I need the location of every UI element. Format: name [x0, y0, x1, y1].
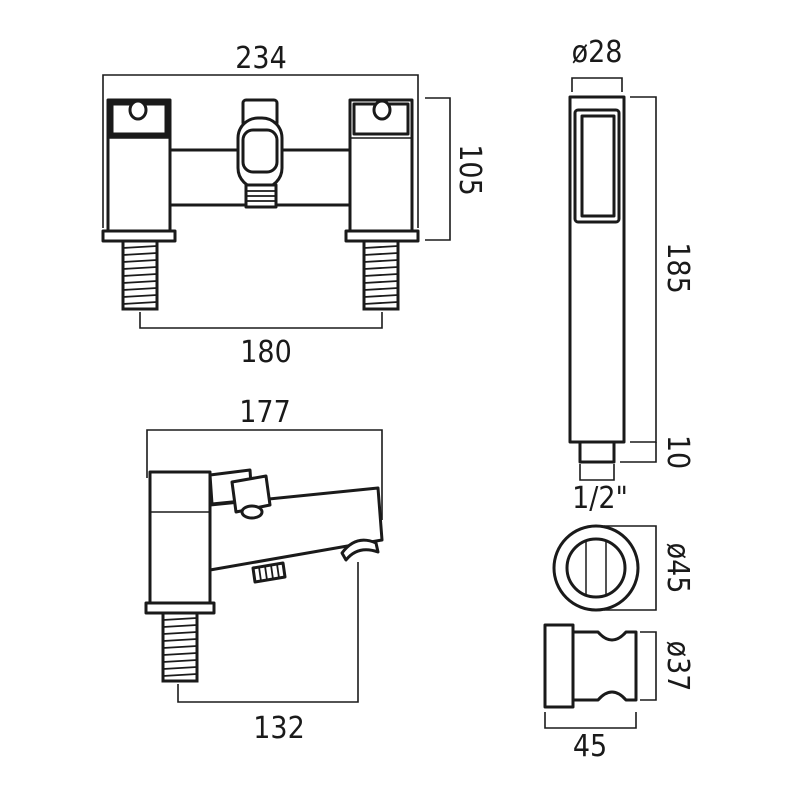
- side-diverter-knob: [230, 474, 272, 514]
- dim-label-handset-connector-length: 10: [660, 435, 695, 469]
- bracket-side-view: ø37 45: [543, 623, 695, 764]
- handset-connector: [578, 440, 616, 464]
- bracket-inner-ring: [565, 537, 627, 599]
- dim-handset-connector-length: 10: [620, 435, 695, 469]
- dim-label-front-height: 105: [452, 144, 487, 196]
- side-diverter-cap: [240, 504, 264, 520]
- right-shank-threads: [363, 245, 399, 305]
- dim-label-bracket-side-diameter: ø37: [660, 641, 695, 692]
- dim-bracket-side-width: 45: [544, 712, 637, 764]
- handset-view: ø28 185 10 1/2": [568, 35, 695, 516]
- left-threaded-shank: [121, 239, 159, 311]
- dim-label-handset-length: 185: [660, 242, 695, 294]
- dim-label-front-width: 234: [235, 41, 287, 76]
- side-diverter: [208, 468, 272, 520]
- diverter-window: [241, 128, 279, 174]
- bracket-holder: [571, 630, 638, 702]
- spout-outlet: [340, 538, 380, 562]
- central-diverter: [236, 98, 284, 209]
- dim-label-front-centres: 180: [240, 335, 292, 370]
- handset-spray-plate: [580, 114, 616, 218]
- dim-label-handset-thread: 1/2": [572, 481, 628, 516]
- bracket-back-plate: [543, 623, 575, 709]
- dim-front-height: 105: [425, 97, 487, 241]
- dim-side-depth: 177: [146, 395, 383, 520]
- left-pillar: [101, 98, 177, 243]
- left-shank-threads: [122, 245, 158, 305]
- left-handle-indicator: [128, 99, 148, 121]
- side-view: 177: [144, 395, 384, 746]
- dim-bracket-side-diameter: ø37: [640, 631, 695, 701]
- dim-front-width: 234: [102, 41, 419, 228]
- bracket-front-view: ø45: [552, 524, 695, 612]
- side-hose-connector: [251, 561, 287, 584]
- dim-label-side-depth: 177: [239, 395, 291, 430]
- dim-label-bracket-front-diameter: ø45: [660, 543, 695, 594]
- dim-bracket-front-diameter: ø45: [604, 525, 695, 611]
- dim-front-centres: 180: [139, 312, 383, 370]
- dim-handset-thread: 1/2": [572, 464, 628, 516]
- front-view: 234: [101, 41, 487, 370]
- dim-label-handset-diameter: ø28: [572, 35, 623, 70]
- dim-handset-diameter: ø28: [571, 35, 623, 92]
- dim-label-side-spout: 132: [253, 711, 305, 746]
- dim-label-bracket-side-width: 45: [573, 729, 607, 764]
- dim-side-spout: 132: [177, 562, 359, 746]
- right-handle-indicator: [372, 99, 392, 121]
- right-threaded-shank: [362, 239, 400, 311]
- dim-handset-length: 185: [630, 96, 695, 443]
- side-threaded-shank: [161, 611, 199, 683]
- side-pillar-body: [148, 470, 212, 606]
- right-pillar: [344, 98, 420, 243]
- side-hose-outlet: [251, 561, 287, 584]
